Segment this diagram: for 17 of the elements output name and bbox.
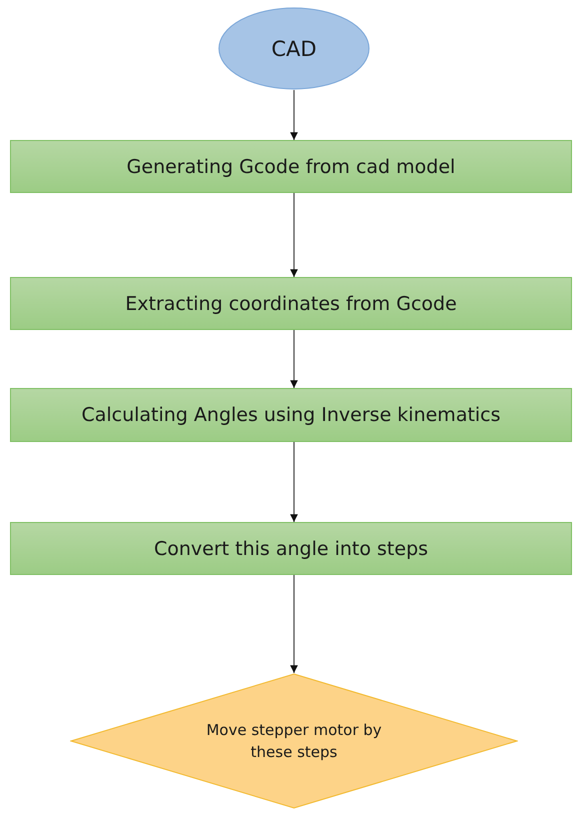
process-box bbox=[10, 277, 572, 330]
arrow bbox=[290, 90, 298, 140]
node-label: Move stepper motor by these steps bbox=[205, 720, 383, 763]
process-box bbox=[10, 388, 572, 442]
arrow bbox=[290, 442, 298, 522]
arrow bbox=[290, 575, 298, 673]
start-ellipse bbox=[218, 7, 370, 90]
arrow bbox=[290, 330, 298, 388]
node-label: CAD bbox=[271, 36, 317, 60]
node-label: Convert this angle into steps bbox=[154, 538, 428, 560]
node-label: Calculating Angles using Inverse kinematics bbox=[81, 404, 501, 426]
process-box bbox=[10, 522, 572, 575]
process-box bbox=[10, 140, 572, 193]
arrow bbox=[290, 193, 298, 277]
node-label: Extracting coordinates from Gcode bbox=[125, 292, 457, 314]
decision-diamond bbox=[70, 673, 518, 809]
node-label: Generating Gcode from cad model bbox=[126, 156, 456, 178]
